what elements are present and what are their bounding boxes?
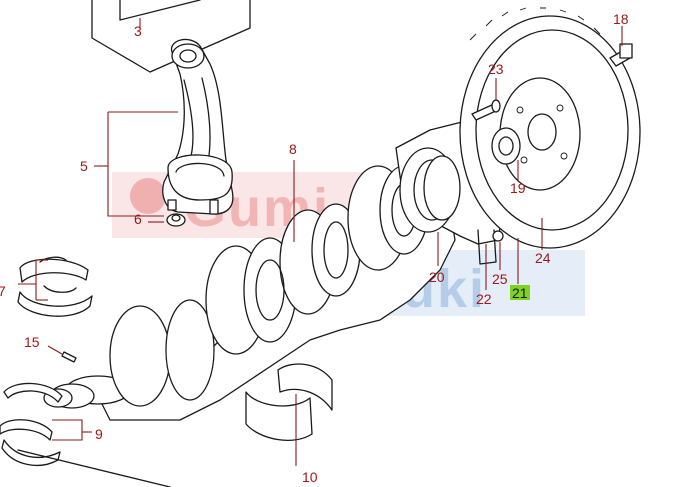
callout-9: 9 [95, 426, 103, 442]
callout-5: 5 [80, 158, 88, 174]
part-thrust-washers [0, 382, 171, 487]
part-rod-nut [166, 213, 186, 227]
callout-3: 3 [134, 23, 142, 39]
callout-labels: 3 5 6 7 8 9 10 15 18 19 20 21 22 23 24 2… [0, 11, 629, 485]
part-piston-fragment [91, 0, 251, 73]
part-woodruff-key [61, 351, 77, 363]
callout-23: 23 [488, 61, 504, 77]
part-rod-bearing [17, 256, 93, 317]
callout-8: 8 [289, 141, 297, 157]
callout-24: 24 [535, 250, 551, 266]
callout-7: 7 [0, 283, 6, 299]
part-bolt-23 [471, 99, 501, 121]
callout-15: 15 [24, 334, 40, 350]
callout-25: 25 [492, 271, 508, 287]
callout-6: 6 [134, 211, 142, 227]
part-bolt-25 [492, 230, 504, 242]
callout-18: 18 [613, 11, 629, 27]
part-gasket [477, 229, 497, 265]
callout-21-highlight [510, 285, 530, 300]
part-connecting-rod [162, 38, 234, 215]
part-pilot-bearing [491, 127, 521, 165]
part-bolt-18 [609, 43, 633, 67]
part-main-bearings [245, 363, 333, 441]
callout-10: 10 [302, 469, 318, 485]
callout-20: 20 [429, 269, 445, 285]
callout-19: 19 [510, 180, 526, 196]
part-crankshaft [43, 163, 457, 421]
part-flywheel [459, 7, 641, 249]
callout-21: 21 [512, 285, 528, 301]
callout-22: 22 [476, 291, 492, 307]
leader-lines [18, 18, 623, 466]
